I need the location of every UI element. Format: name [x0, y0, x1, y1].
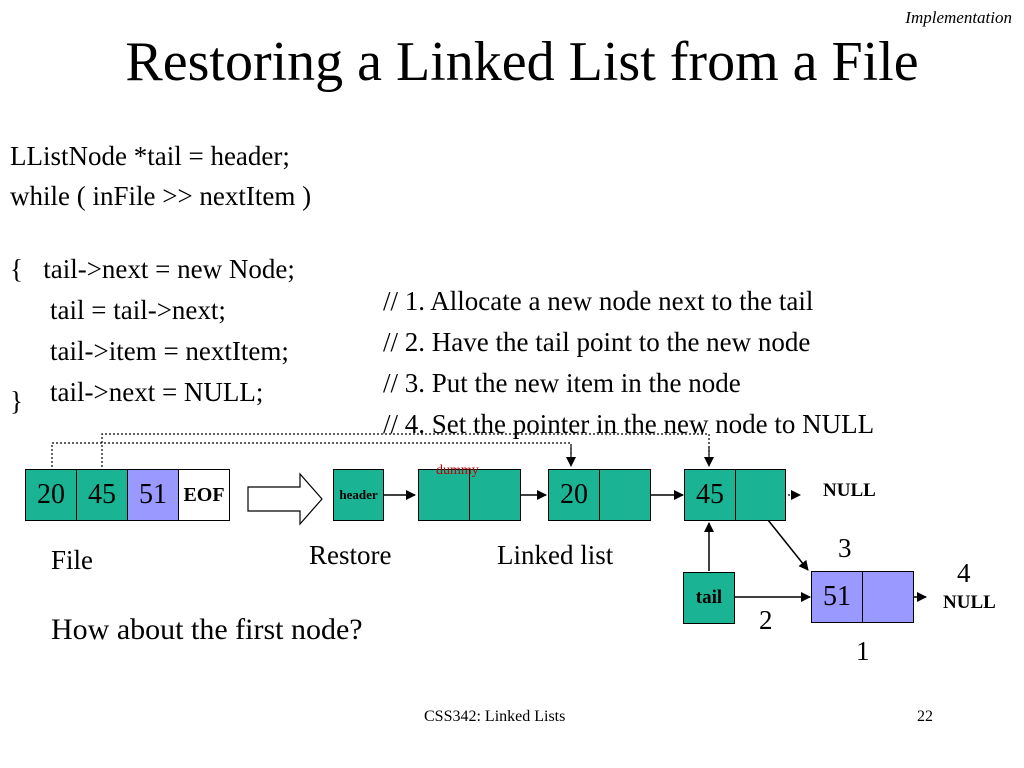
- step-4-label: 4: [957, 558, 971, 588]
- step-1-label: 1: [856, 636, 870, 666]
- file-eof-cell: EOF: [178, 469, 230, 521]
- code-line-2: while ( inFile >> nextItem ): [10, 181, 312, 211]
- section-tag: Implementation: [905, 8, 1012, 27]
- dummy-node-item: [418, 469, 470, 521]
- dotted-connector-lines: [51, 433, 710, 467]
- node-next: [735, 469, 786, 521]
- node-item-45: 45: [684, 469, 736, 521]
- step-3-label: 3: [838, 533, 852, 563]
- code-line-5: tail->item = nextItem; // 3. Put the new…: [10, 303, 741, 399]
- dummy-node-next: [469, 469, 521, 521]
- header-box: header: [333, 469, 384, 521]
- step-2-label: 2: [759, 605, 773, 635]
- file-cell-highlighted: 51: [127, 469, 179, 521]
- code-statement: { tail->next = new Node;: [10, 254, 295, 284]
- file-label: File: [51, 545, 94, 575]
- code-line-1: LListNode *tail = header;: [10, 141, 290, 171]
- slide-title: Restoring a Linked List from a File: [125, 31, 919, 93]
- footer-course: CSS342: Linked Lists: [424, 708, 566, 725]
- code-statement: tail->item = nextItem;: [50, 336, 289, 366]
- tail-box: tail: [683, 572, 735, 624]
- new-node-item-51: 51: [811, 571, 863, 623]
- code-comment: // 2. Have the tail point to the new nod…: [383, 327, 811, 357]
- footer-page-number: 22: [917, 708, 933, 725]
- code-line-3: { tail->next = new Node; // 1. Allocate …: [10, 221, 813, 317]
- null-label-new: NULL: [943, 592, 996, 613]
- restore-label: Restore: [309, 540, 392, 570]
- restore-arrow-icon: [247, 472, 323, 526]
- linked-list-label: Linked list: [497, 540, 614, 570]
- code-statement: tail = tail->next;: [50, 295, 226, 325]
- code-comment: // 3. Put the new item in the node: [383, 368, 741, 398]
- node-next: [599, 469, 651, 521]
- node-item-20: 20: [548, 469, 600, 521]
- code-statement: tail->next = NULL;: [50, 377, 264, 407]
- null-label-top: NULL: [823, 480, 876, 501]
- new-node-next: [862, 571, 914, 623]
- code-line-7: }: [10, 386, 23, 416]
- code-line-4: tail = tail->next; // 2. Have the tail p…: [10, 262, 810, 358]
- code-comment: // 1. Allocate a new node next to the ta…: [383, 286, 814, 316]
- file-cell: 20: [25, 469, 77, 521]
- file-cell: 45: [76, 469, 128, 521]
- question-text: How about the first node?: [51, 613, 363, 646]
- dummy-label: dummy: [436, 463, 479, 478]
